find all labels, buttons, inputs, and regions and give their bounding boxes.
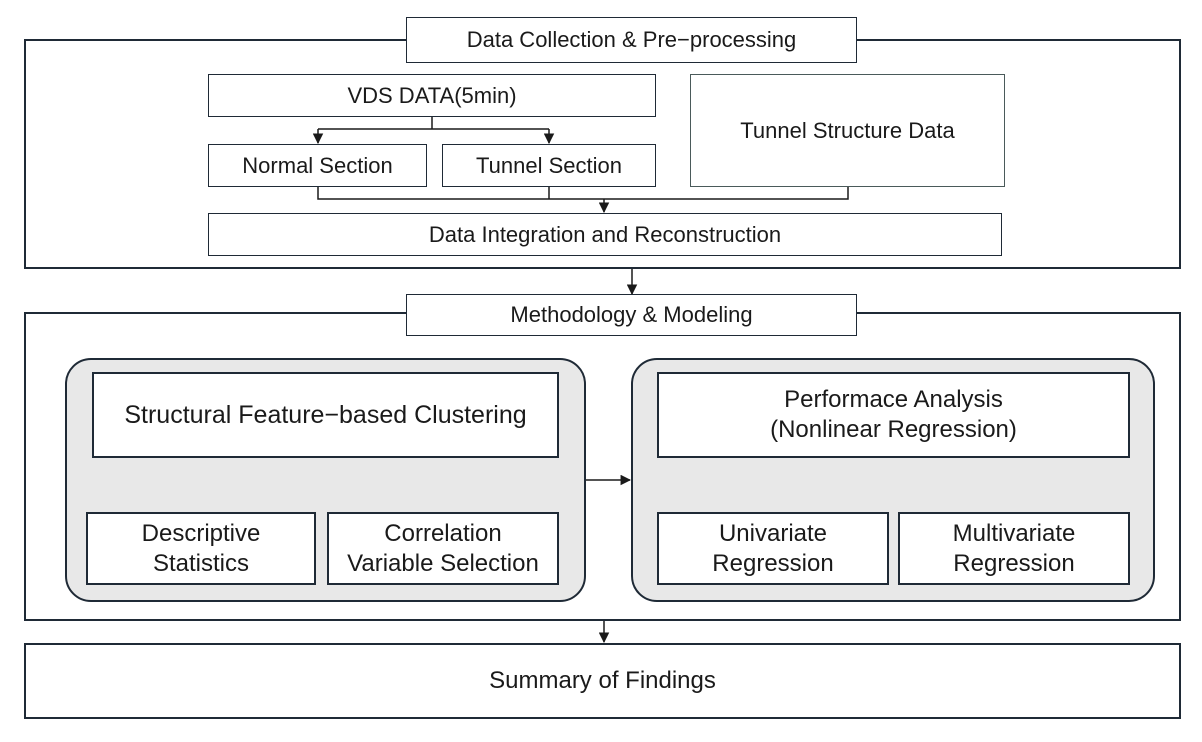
vds-data-label: VDS DATA(5min) xyxy=(347,82,517,108)
univariate-line-1: Univariate xyxy=(718,519,828,547)
vds-data-box: VDS DATA(5min) xyxy=(208,74,656,117)
collection-title-text: Data Collection & Pre−processing xyxy=(466,27,797,52)
normal-section-box: Normal Section xyxy=(208,144,427,187)
methodology-title-text: Methodology & Modeling xyxy=(510,302,753,327)
performance-line-2: (Nonlinear Regression) xyxy=(770,416,1017,443)
multivariate-line-1: Multivariate xyxy=(952,519,1076,547)
integration-label: Data Integration and Reconstruction xyxy=(428,221,782,247)
tunnel-structure-label: Tunnel Structure Data xyxy=(740,117,955,143)
tunnel-section-box: Tunnel Section xyxy=(442,144,656,187)
performance-line-1: Performace Analysis xyxy=(784,386,1003,413)
methodology-title: Methodology & Modeling xyxy=(406,294,857,336)
collection-title: Data Collection & Pre−processing xyxy=(406,17,857,63)
descriptive-box: Descriptive Statistics xyxy=(86,512,316,585)
multivariate-line-2: Regression xyxy=(953,549,1075,577)
integration-box: Data Integration and Reconstruction xyxy=(208,213,1002,256)
tunnel-structure-box: Tunnel Structure Data xyxy=(690,74,1005,187)
clustering-box: Structural Feature−based Clustering xyxy=(92,372,559,458)
summary-label: Summary of Findings xyxy=(489,667,716,694)
normal-section-label: Normal Section xyxy=(242,152,393,178)
univariate-box: Univariate Regression xyxy=(657,512,889,585)
tunnel-section-label: Tunnel Section xyxy=(476,152,622,178)
edge-vds-split xyxy=(318,117,549,130)
multivariate-box: Multivariate Regression xyxy=(898,512,1130,585)
summary-box: Summary of Findings xyxy=(24,643,1181,719)
correlation-line-2: Variable Selection xyxy=(347,549,539,577)
edge-merge xyxy=(317,187,849,200)
clustering-label: Structural Feature−based Clustering xyxy=(124,400,527,429)
univariate-line-2: Regression xyxy=(712,549,834,577)
descriptive-line-2: Statistics xyxy=(152,549,250,577)
descriptive-line-1: Descriptive xyxy=(141,519,261,547)
correlation-box: Correlation Variable Selection xyxy=(327,512,559,585)
performance-box: Performace Analysis (Nonlinear Regressio… xyxy=(657,372,1130,458)
correlation-line-1: Correlation xyxy=(384,519,502,547)
